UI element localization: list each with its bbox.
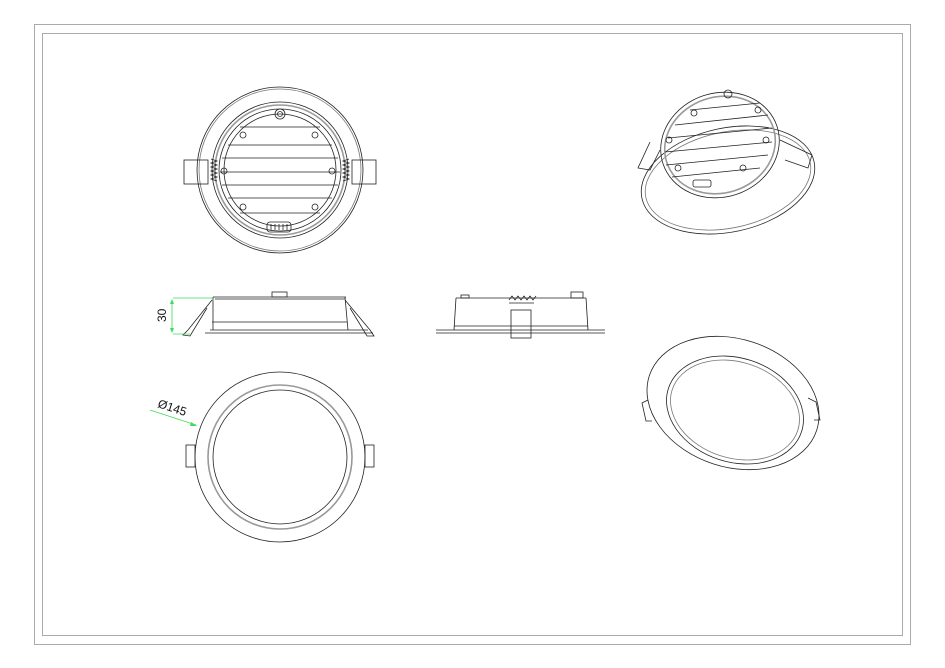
height-dimension: 30: [155, 297, 213, 335]
diameter-dimension-label: Ø145: [156, 397, 189, 419]
iso-front: [641, 335, 821, 471]
top-view: [183, 86, 377, 254]
bottom-view: [185, 371, 375, 543]
side-elevation: [436, 291, 605, 339]
front-elevation: [182, 291, 375, 337]
inner-frame: [42, 33, 903, 636]
iso-rear: [637, 89, 816, 235]
height-dimension-label: 30: [155, 308, 169, 322]
diameter-dimension: Ø145: [149, 397, 197, 426]
outer-frame: [34, 24, 911, 645]
